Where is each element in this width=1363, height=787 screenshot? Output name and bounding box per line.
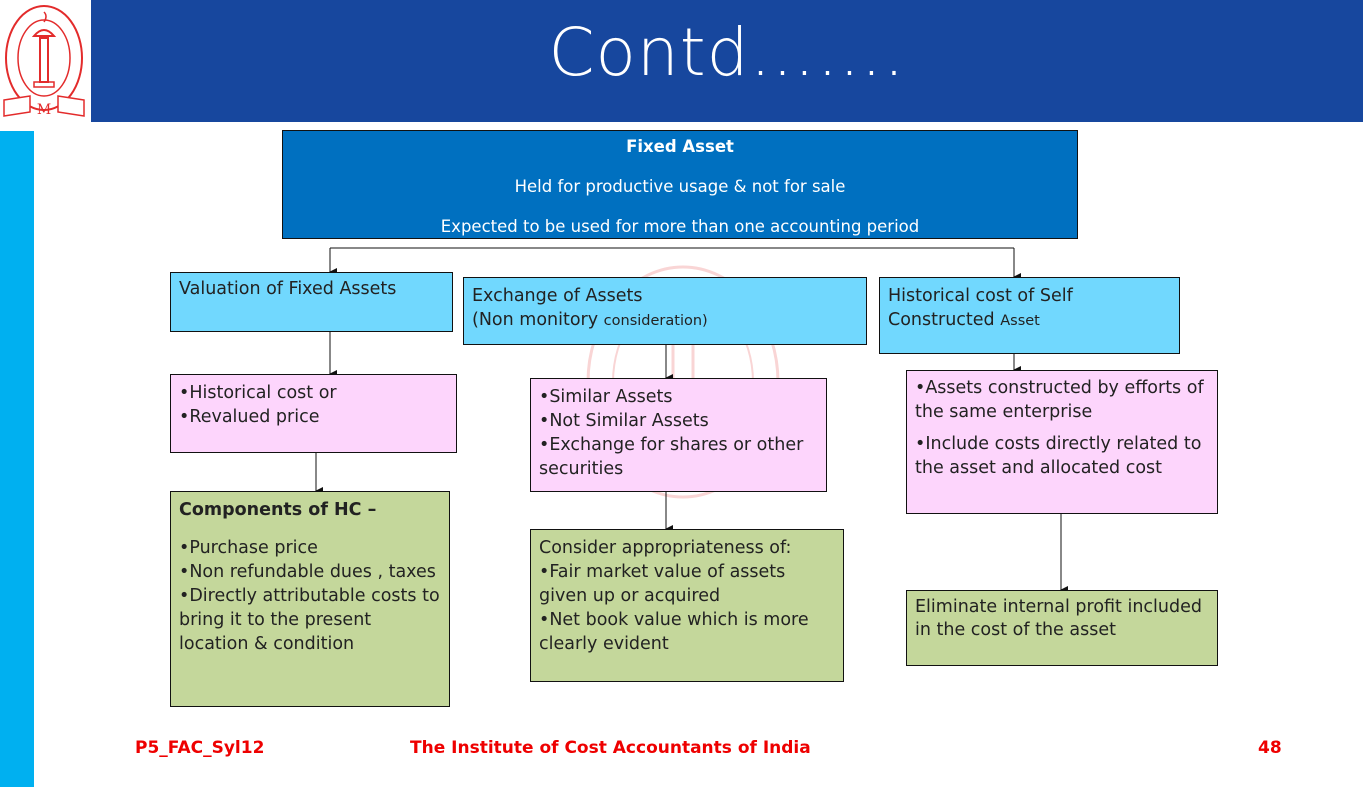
detail-item: •Similar Assets [539,387,673,407]
outcome-title: Components of HC – [179,500,377,520]
header-bar [91,0,1363,122]
historical-heading-a: Historical cost of Self Constructed [888,286,1073,330]
valuation-details-box: •Historical cost or •Revalued price [170,374,457,453]
footer-institute: The Institute of Cost Accountants of Ind… [410,738,811,758]
valuation-heading: Valuation of Fixed Assets [179,279,397,299]
root-title: Fixed Asset [626,137,734,156]
detail-item: •Assets constructed by efforts of the sa… [915,378,1204,422]
historical-heading-box: Historical cost of Self Constructed Asse… [879,277,1180,354]
valuation-heading-box: Valuation of Fixed Assets [170,272,453,332]
valuation-outcome-box: Components of HC – •Purchase price •Non … [170,491,450,707]
detail-item: •Revalued price [179,407,320,427]
detail-item: •Exchange for shares or other securities [539,435,804,479]
root-fixed-asset-box: Fixed Asset Held for productive usage & … [282,130,1078,239]
outcome-item: •Purchase price [179,538,318,558]
historical-outcome-box: Eliminate internal profit included in th… [906,590,1218,666]
exchange-outcome-box: Consider appropriateness of: •Fair marke… [530,529,844,682]
exchange-subheading-a: (Non monitory [472,310,604,330]
svg-text:M: M [37,102,51,118]
exchange-subheading-b: consideration) [603,313,708,329]
page-number: 48 [1258,738,1282,758]
side-accent-strip [0,131,34,787]
outcome-item: •Non refundable dues , taxes [179,562,436,582]
detail-item: •Not Similar Assets [539,411,709,431]
root-line: Expected to be used for more than one ac… [440,217,920,236]
footer-code: P5_FAC_Syl12 [135,738,265,758]
outcome-item: •Directly attributable costs to bring it… [179,586,440,654]
institute-logo-icon: M [3,5,85,118]
exchange-heading: Exchange of Assets [472,286,643,306]
historical-details-box: •Assets constructed by efforts of the sa… [906,370,1218,514]
exchange-heading-box: Exchange of Assets (Non monitory conside… [463,277,867,345]
historical-heading-b: Asset [1000,313,1040,329]
outcome-item: •Net book value which is more clearly ev… [539,610,809,654]
exchange-details-box: •Similar Assets •Not Similar Assets •Exc… [530,378,827,492]
outcome-item: •Fair market value of assets given up or… [539,562,786,606]
outcome-item: Eliminate internal profit included in th… [915,597,1202,640]
root-line: Held for productive usage & not for sale [514,177,846,196]
outcome-title: Consider appropriateness of: [539,538,792,558]
slide-title: Contd……. [548,14,906,91]
detail-item: •Include costs directly related to the a… [915,434,1202,478]
detail-item: •Historical cost or [179,383,337,403]
